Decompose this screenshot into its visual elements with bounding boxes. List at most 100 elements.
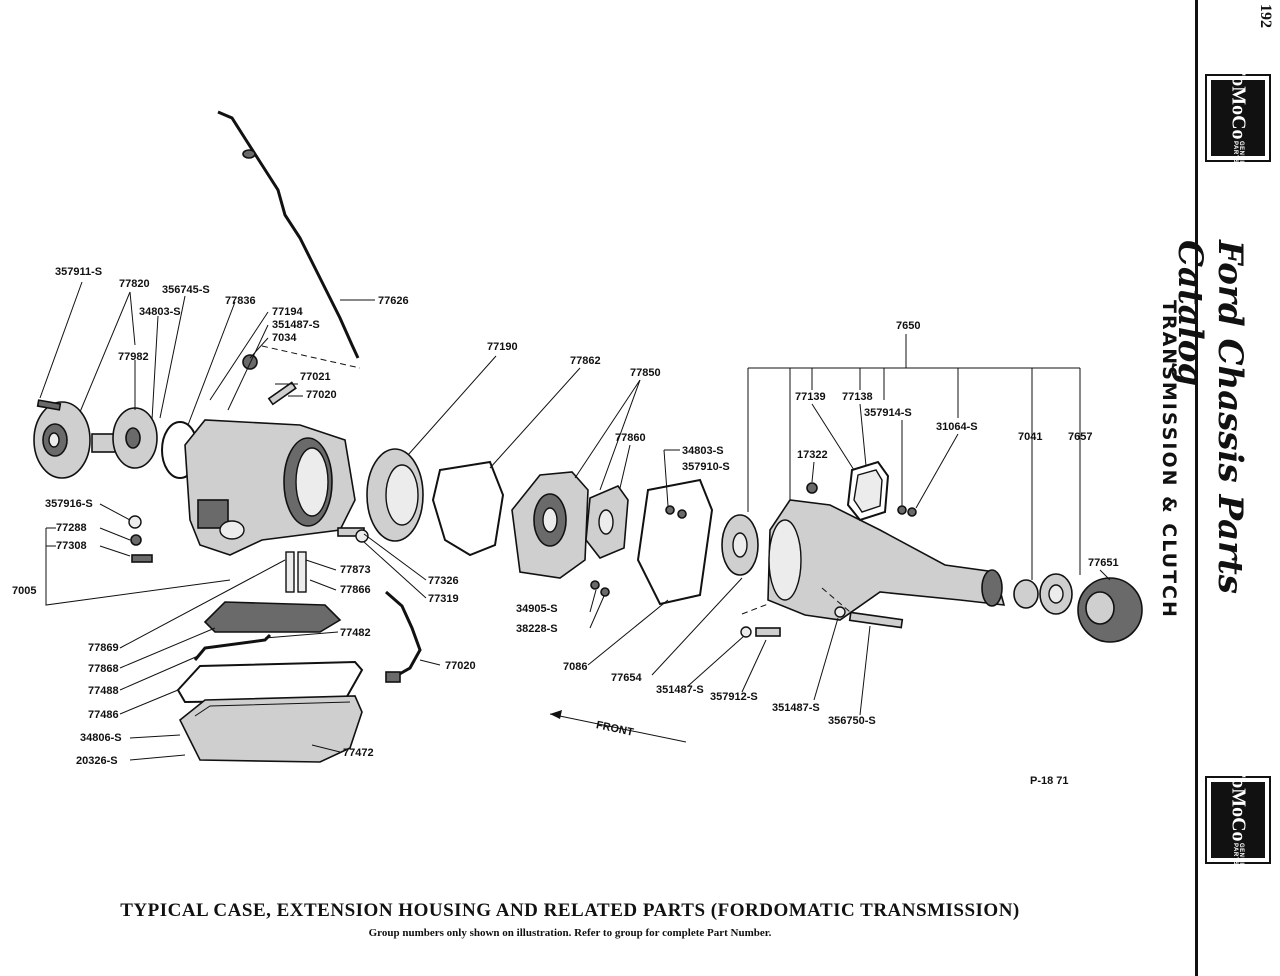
gasket-77862 — [431, 460, 505, 557]
fomoco-logo: FoMoCo — [1227, 765, 1250, 842]
bolt-357911s — [36, 399, 62, 411]
fomoco-tagline: GENUINE PARTS — [1232, 843, 1244, 875]
callout-77873: 77873 — [340, 564, 371, 576]
callout-356745s: 356745-S — [162, 284, 210, 296]
page-number: 192 — [1257, 4, 1274, 28]
bearing-retainer-bore — [385, 464, 419, 526]
bolt-77308 — [131, 554, 153, 563]
callout-77820: 77820 — [119, 278, 150, 290]
fomoco-badge-bottom: FoMoCo GENUINE PARTS — [1205, 766, 1271, 874]
dust-boot-opening — [1085, 591, 1115, 625]
callout-77488: 77488 — [88, 685, 119, 697]
fomoco-logo: FoMoCo — [1227, 63, 1250, 140]
cover-gasket-77139 — [853, 469, 883, 513]
callout-77139: 77139 — [795, 391, 826, 403]
tube-77873 — [285, 551, 295, 593]
screw-357914s — [897, 505, 907, 515]
extension-housing-7650 — [767, 499, 1006, 621]
callout-77654: 77654 — [611, 672, 642, 684]
pan-gasket-77486 — [176, 660, 364, 704]
callout-77836: 77836 — [225, 295, 256, 307]
oil-pan-77472 — [178, 695, 363, 763]
callout-357914s: 357914-S — [864, 407, 912, 419]
lockwasher-351487s-b — [740, 626, 752, 638]
washer-31064s — [907, 507, 917, 517]
callout-31064s: 31064-S — [936, 421, 978, 433]
callout-351487s-b: 351487-S — [656, 684, 704, 696]
callout-77982: 77982 — [118, 351, 149, 363]
callout-17322: 17322 — [797, 449, 828, 461]
callout-77651: 77651 — [1088, 557, 1119, 569]
callout-77020-b: 77020 — [445, 660, 476, 672]
callout-357912s: 357912-S — [710, 691, 758, 703]
callout-77850: 77850 — [630, 367, 661, 379]
callout-77860: 77860 — [615, 432, 646, 444]
callout-34803s-b: 34803-S — [682, 445, 724, 457]
catalog-title: Ford Chassis Parts Catalog — [1170, 240, 1250, 594]
oil-pan-lip — [194, 701, 351, 717]
callout-7086: 7086 — [563, 661, 587, 673]
vent-17322 — [806, 482, 818, 494]
callout-34806s: 34806-S — [80, 732, 122, 744]
callout-77868: 77868 — [88, 663, 119, 675]
section-title: TRANSMISSION & CLUTCH — [1158, 300, 1180, 619]
callout-351487s-a: 351487-S — [272, 319, 320, 331]
callout-77486: 77486 — [88, 709, 119, 721]
callout-357910s: 357910-S — [682, 461, 730, 473]
callout-77626: 77626 — [378, 295, 409, 307]
extension-housing-flange — [768, 519, 802, 601]
bolt-356750s — [848, 611, 904, 629]
front-arrow-icon — [550, 710, 562, 719]
callout-77308: 77308 — [56, 540, 87, 552]
callout-77288: 77288 — [56, 522, 87, 534]
callout-7005: 7005 — [12, 585, 36, 597]
diagram-parts-right — [721, 460, 1143, 643]
callout-38228s: 38228-S — [516, 623, 558, 635]
fomoco-badge-inner: FoMoCo GENUINE PARTS — [1211, 64, 1265, 172]
diagram-parts — [33, 110, 422, 763]
callout-356750s: 356750-S — [828, 715, 876, 727]
extension-housing-tail — [981, 569, 1003, 607]
page-border-line — [1195, 0, 1198, 976]
fomoco-badge-top: FoMoCo GENUINE PARTS — [1205, 64, 1271, 172]
callout-77472: 77472 — [343, 747, 374, 759]
rear-pump-center — [542, 507, 558, 533]
plug-77288 — [130, 534, 142, 546]
front-pump-center — [48, 432, 60, 448]
callout-77138: 77138 — [842, 391, 873, 403]
callout-20326s: 20326-S — [76, 755, 118, 767]
pump-plate-hole — [598, 509, 614, 535]
callout-77194: 77194 — [272, 306, 303, 318]
callout-77869: 77869 — [88, 642, 119, 654]
washer-357910s — [677, 509, 687, 519]
callout-77326: 77326 — [428, 575, 459, 587]
callout-77862: 77862 — [570, 355, 601, 367]
lever-7034 — [242, 354, 258, 370]
callout-7657: 7657 — [1068, 431, 1092, 443]
leader-lines — [39, 281, 1111, 761]
washer-34905s — [590, 580, 600, 590]
callout-7041: 7041 — [1018, 431, 1042, 443]
screen-bracket-77488 — [193, 633, 272, 661]
callout-34803s-a: 34803-S — [139, 306, 181, 318]
callout-77319: 77319 — [428, 593, 459, 605]
pump-adapter-hole — [125, 427, 141, 449]
callout-34905s: 34905-S — [516, 603, 558, 615]
callout-351487s-c: 351487-S — [772, 702, 820, 714]
cooler-tube-77020 — [385, 590, 422, 678]
callout-77020-a: 77020 — [306, 389, 337, 401]
bolt-357912s — [755, 627, 781, 637]
callout-77482: 77482 — [340, 627, 371, 639]
oil-screen-77869 — [203, 601, 342, 633]
link-77021 — [267, 381, 297, 406]
front-direction-label: FRONT — [595, 719, 635, 739]
gasket-7086 — [636, 478, 714, 606]
cover-plate-77138 — [846, 460, 890, 522]
washer-357916s — [128, 515, 142, 529]
bushing-7041 — [1013, 579, 1039, 609]
case-boss-cap — [219, 520, 245, 540]
seal-77319 — [355, 529, 369, 543]
cooler-fitting — [385, 671, 401, 683]
diagram-parts-middle — [355, 448, 714, 606]
